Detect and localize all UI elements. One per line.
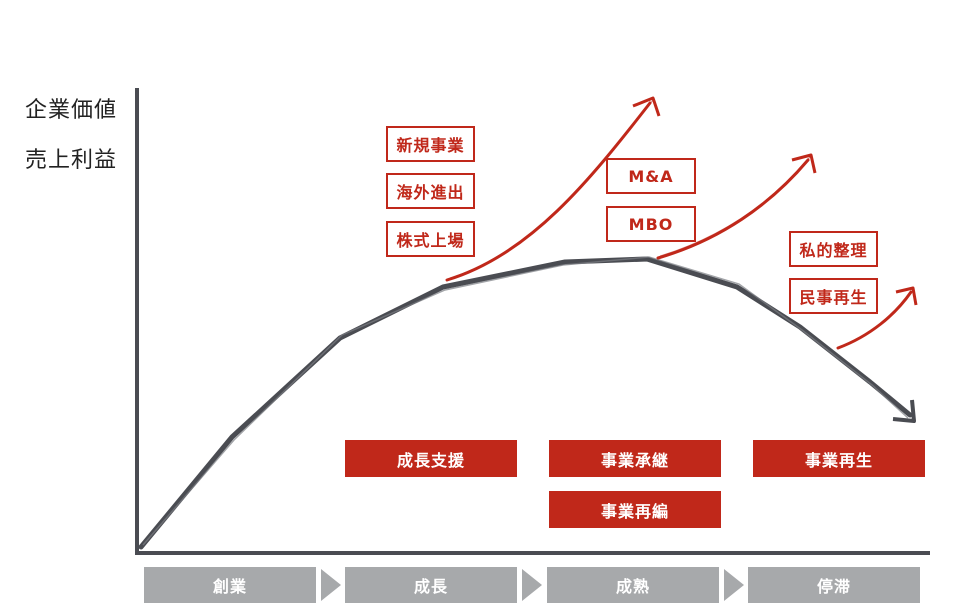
stage-chevron	[321, 569, 341, 601]
stage-growth: 成長	[345, 567, 517, 603]
mature-arrow-sketch	[659, 156, 811, 257]
service-revitalize: 事業再生	[753, 440, 925, 477]
service-restructure: 事業再編	[549, 491, 721, 528]
option-new-business: 新規事業	[386, 126, 475, 162]
value-curve-sketch	[142, 256, 909, 546]
service-succession: 事業承継	[549, 440, 721, 477]
stage-stagnation: 停滞	[748, 567, 920, 603]
mature-arrowhead	[791, 153, 817, 174]
stage-maturity: 成熟	[547, 567, 719, 603]
revival-arrow	[836, 290, 913, 350]
revival-arrowhead	[895, 286, 918, 306]
stage-chevron	[522, 569, 542, 601]
option-civil-rehabilitation: 民事再生	[789, 278, 878, 314]
mature-arrow	[656, 158, 810, 260]
growth-arrowhead	[632, 96, 661, 117]
value-curve-arrowhead	[892, 399, 916, 423]
service-growth-support: 成長支援	[345, 440, 517, 477]
option-ipo: 株式上場	[386, 221, 475, 257]
growth-arrow-sketch	[449, 99, 654, 279]
stage-founding: 創業	[144, 567, 316, 603]
option-mbo: MBO	[606, 206, 696, 242]
y-axis-label-value: 企業価値	[25, 98, 118, 123]
option-private-liquidation: 私的整理	[789, 231, 878, 267]
option-ma: M&A	[606, 158, 696, 194]
stage-chevron	[724, 569, 744, 601]
option-overseas-expansion: 海外進出	[386, 173, 475, 209]
y-axis-label-profit: 売上利益	[25, 148, 118, 173]
